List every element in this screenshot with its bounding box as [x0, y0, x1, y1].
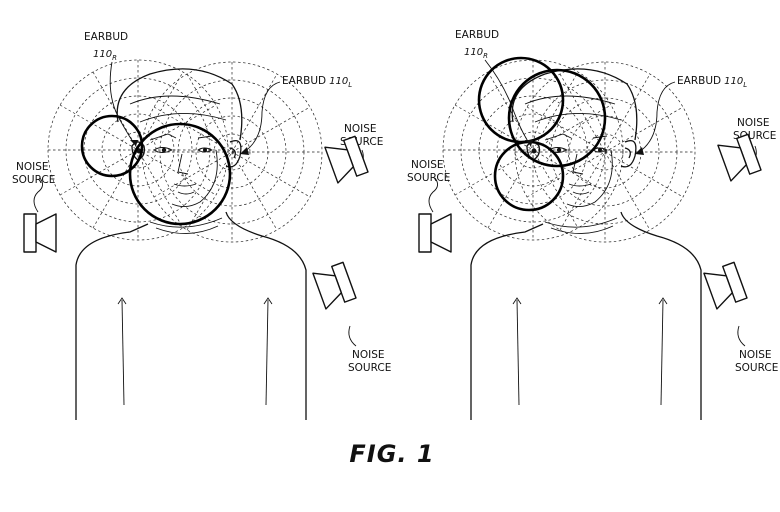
- beam-lobe: [507, 68, 607, 168]
- noise-source-speaker-icon: [418, 213, 452, 253]
- noise-source-speaker-icon: [312, 261, 357, 310]
- noise-source-label: NOISE: [737, 117, 770, 129]
- leader-line: [243, 81, 281, 153]
- beam-lobe: [128, 122, 232, 226]
- earbud-right-label: EARBUD: [84, 31, 128, 43]
- noise-source-label: NOISE: [16, 161, 49, 173]
- polar-grid-left-earbud: [514, 61, 696, 243]
- earbud-right-ref: 110R: [464, 47, 488, 60]
- noise-source-label: NOISE: [739, 349, 772, 361]
- noise-source-label: SOURCE: [735, 362, 778, 374]
- leader-line: [638, 81, 676, 153]
- noise-source-label: NOISE: [411, 159, 444, 171]
- leader-line: [484, 59, 532, 147]
- leader-line: [428, 177, 438, 213]
- noise-source-speaker-icon: [23, 213, 57, 253]
- leader-line: [348, 325, 357, 347]
- person-figure: [75, 68, 307, 421]
- leader-line: [109, 61, 137, 147]
- noise-source-label: NOISE: [344, 123, 377, 135]
- earbud-right-label: EARBUD: [455, 29, 499, 41]
- beam-lobe: [80, 114, 144, 178]
- leader-line: [33, 177, 43, 213]
- noise-source-label: SOURCE: [407, 172, 450, 184]
- person-figure: [470, 68, 702, 421]
- figure-caption: FIG. 1: [349, 440, 434, 468]
- leader-line: [737, 325, 746, 347]
- noise-source-speaker-icon: [703, 261, 748, 310]
- earbud-right-ref: 110R: [93, 49, 117, 62]
- noise-source-label: NOISE: [352, 349, 385, 361]
- noise-source-label: SOURCE: [12, 174, 55, 186]
- noise-source-label: SOURCE: [348, 362, 391, 374]
